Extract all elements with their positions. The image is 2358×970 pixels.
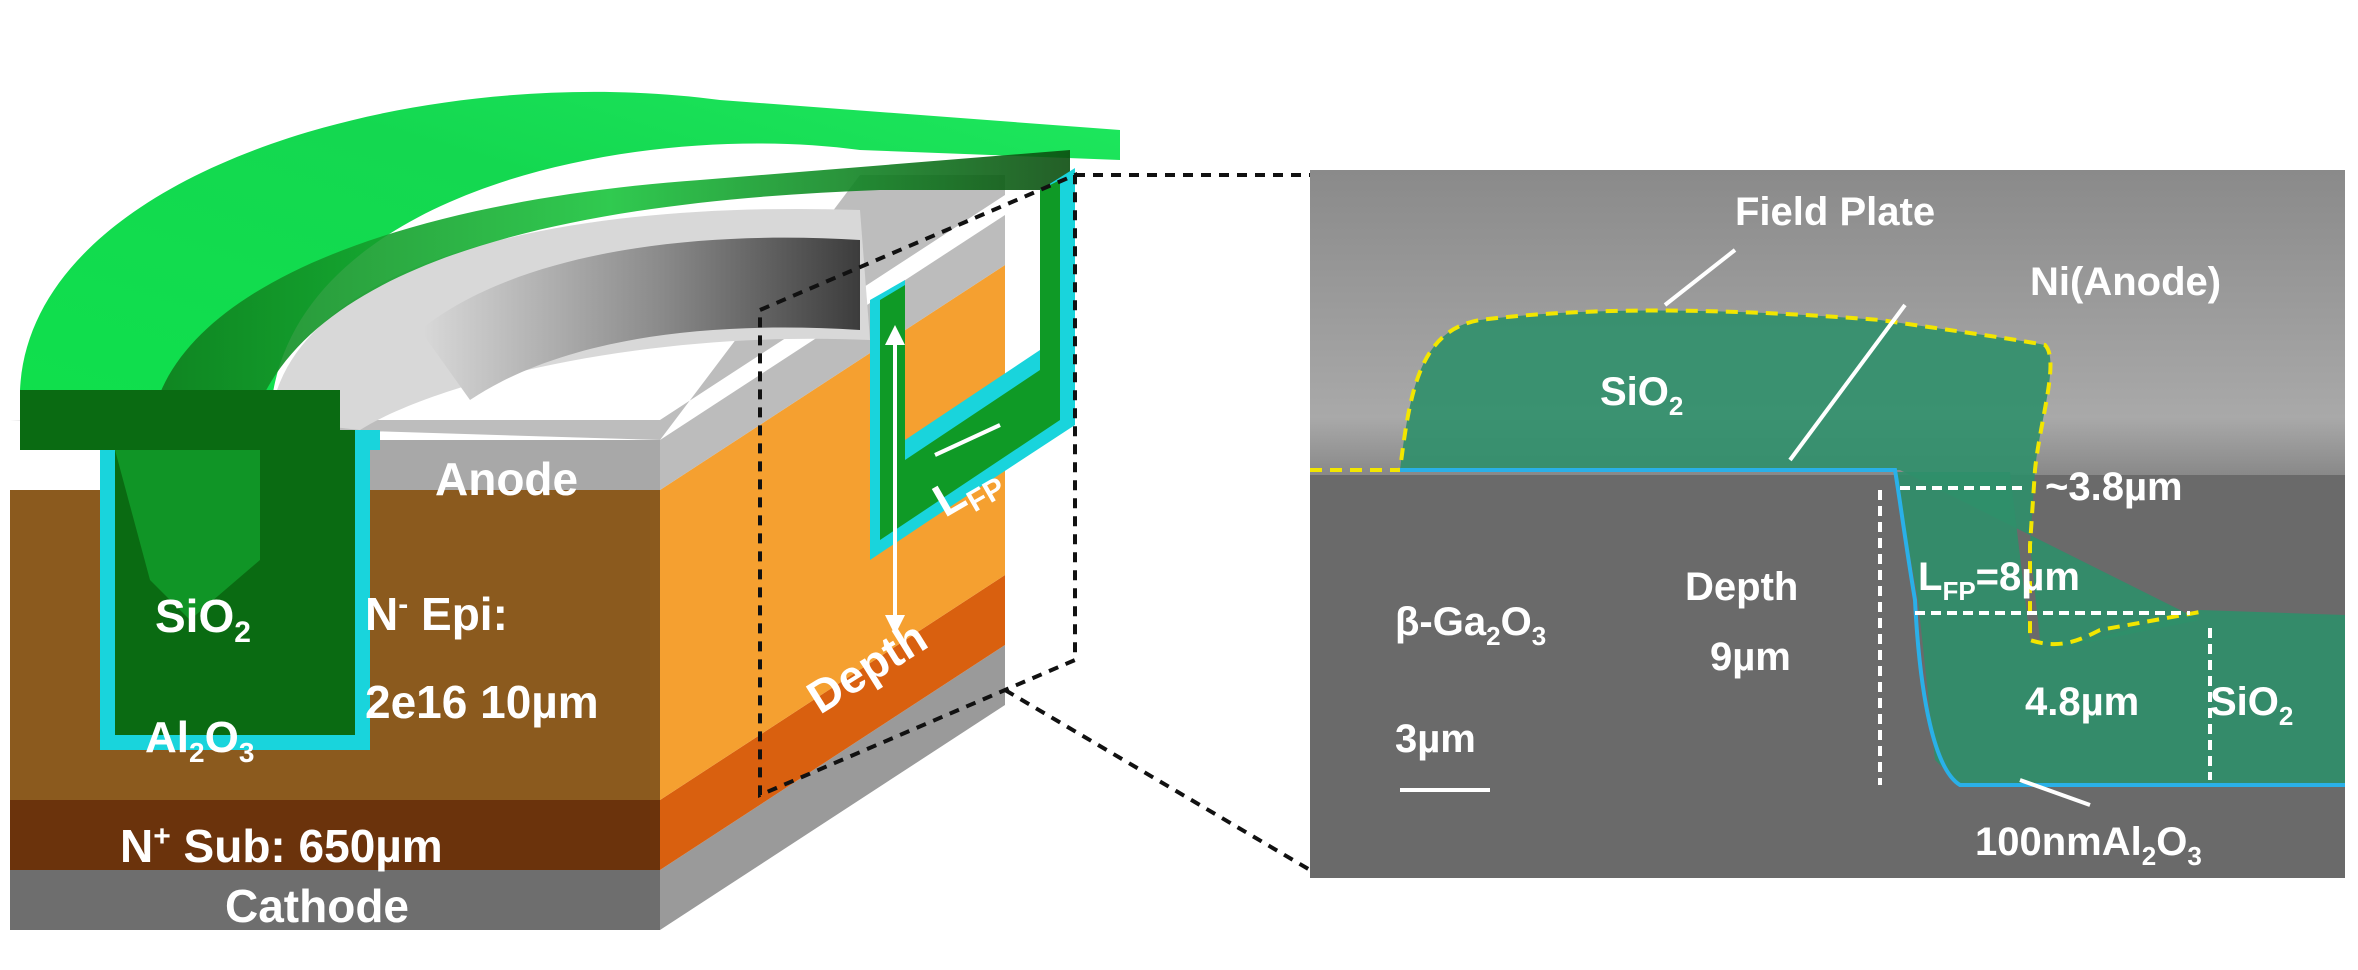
sem-sio2-trench: [1895, 472, 2345, 785]
sem-sio2-top: [1400, 310, 2200, 648]
sem-sio2-right-label: SiO2: [2210, 680, 2293, 731]
sem-blue-outline: [1400, 468, 2345, 787]
anode-label: Anode: [435, 453, 578, 505]
anode-side: [660, 215, 1005, 490]
sio2-right-trench: [880, 180, 1060, 540]
dim-38-label: ~3.8µm: [2045, 465, 2183, 509]
field-plate-label: Field Plate: [1735, 190, 1935, 234]
al2o3-label-left: Al2O3: [145, 713, 254, 768]
depth-label-right: Depth: [1685, 565, 1798, 609]
trench-inner-wall: [420, 237, 860, 400]
ga2o3-label: β-Ga2O3: [1395, 600, 1546, 651]
sem-yellow-outline: [1310, 308, 2201, 647]
cathode-label: Cathode: [225, 880, 409, 932]
sem-image: [1310, 170, 2345, 878]
al2o3-label-right: 100nmAl2O3: [1975, 820, 2202, 871]
sio2-left-trench-light: [115, 450, 260, 620]
sem-sio2-top-label: SiO2: [1600, 370, 1683, 421]
substrate-label: N+ Sub: 650µm: [120, 820, 443, 872]
zoom-box: [758, 171, 1077, 799]
sio2-label-left: SiO2: [155, 590, 251, 649]
al2o3-pointer: [2019, 778, 2091, 807]
cathode-front: [10, 870, 660, 930]
field-plate-pointer: [1663, 248, 1737, 307]
scale-label: 3µm: [1395, 717, 1476, 761]
substrate-front: [10, 800, 660, 870]
anode-front: [340, 440, 660, 490]
lfp-arrow: [934, 423, 1001, 457]
epi-side: [660, 265, 1005, 800]
depth-value-label: 9µm: [1710, 635, 1791, 679]
lfp-value-label: LFP=8µm: [1918, 555, 2080, 606]
connector-bottom: [1003, 688, 1312, 872]
ni-anode-pointer: [1788, 303, 1907, 462]
dim-48-label: 4.8µm: [2025, 680, 2139, 724]
depth-arrow-head-top: [885, 325, 905, 345]
sio2-ring-top: [20, 91, 1120, 420]
ni-anode-label: Ni(Anode): [2030, 260, 2221, 304]
device-3d-diagram: [10, 91, 1120, 930]
depth-arrow-head-bottom: [885, 615, 905, 635]
epi-label: N- Epi:: [365, 588, 508, 640]
epi-doping-label: 2e16 10µm: [365, 676, 599, 728]
substrate-side: [660, 575, 1005, 870]
cathode-side: [660, 645, 1005, 930]
